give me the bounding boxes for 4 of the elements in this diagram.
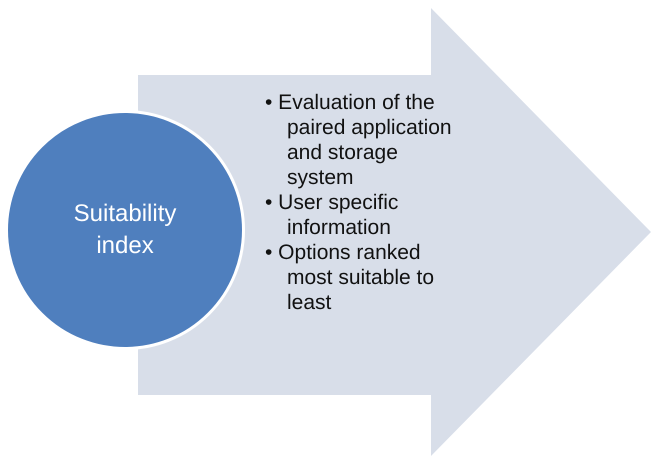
bullet-text: • Evaluation of the paired application and storage system (265, 90, 453, 190)
bullet-text: • Options ranked most suitable to least (265, 240, 436, 315)
circle-label: Suitability index (72, 199, 178, 261)
bullet-text: • User specific information (265, 190, 400, 240)
